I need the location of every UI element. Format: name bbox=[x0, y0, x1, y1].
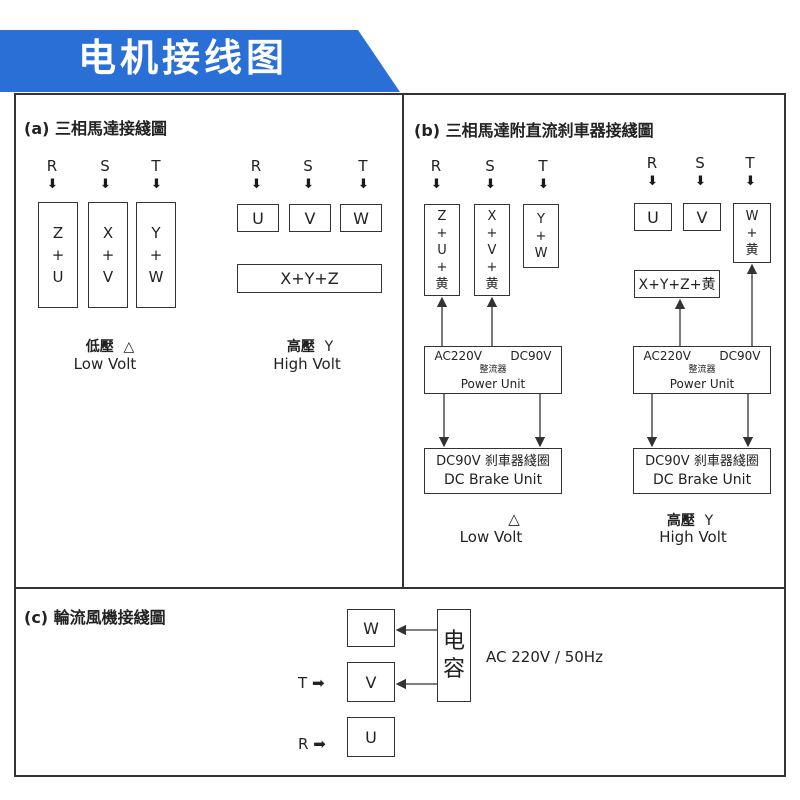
low-volt-label-cn: 低壓 △ bbox=[85, 339, 135, 355]
phase-label-r: R bbox=[430, 157, 442, 175]
terminal-u: U bbox=[237, 204, 279, 232]
terminal-w: W bbox=[340, 204, 382, 232]
star-connection-yellow: X+Y+Z+黄 bbox=[634, 270, 720, 298]
phase-label-t: T bbox=[358, 157, 368, 175]
terminal-xv-yellow: X+V+黄 bbox=[474, 204, 510, 296]
terminal-w-yellow: W+黄 bbox=[733, 203, 771, 263]
terminal-u: U bbox=[634, 203, 672, 231]
phase-label-r: R bbox=[46, 157, 58, 175]
terminal-v: V bbox=[683, 203, 721, 231]
terminal-yw: Y+W bbox=[136, 202, 176, 308]
phase-label-s: S bbox=[303, 157, 313, 175]
terminal-yw: Y+W bbox=[523, 204, 559, 268]
star-connection: X+Y+Z bbox=[237, 264, 382, 293]
section-c-frame bbox=[14, 587, 786, 777]
capacitor: 电容 bbox=[437, 609, 471, 702]
phase-label-s: S bbox=[695, 154, 705, 172]
terminal-xv: X+V bbox=[88, 202, 128, 308]
arrow-down-icon: ⬇ bbox=[303, 177, 314, 192]
high-volt-label-en: High Volt bbox=[659, 528, 727, 546]
arrow-down-icon: ⬇ bbox=[358, 177, 369, 192]
phase-label-s: S bbox=[100, 157, 110, 175]
phase-label-t: T bbox=[745, 154, 755, 172]
low-volt-label-en: Low Volt bbox=[73, 355, 137, 373]
low-volt-symbol: △ bbox=[508, 510, 520, 528]
fan-terminal-u: U bbox=[347, 717, 395, 757]
section-c-title: (c) 輪流風機接綫圖 bbox=[24, 608, 166, 627]
dc-brake-unit: DC90V 刹車器綫圈 DC Brake Unit bbox=[633, 448, 771, 494]
input-label-t: T ➡ bbox=[298, 674, 325, 692]
fan-terminal-v: V bbox=[347, 662, 395, 702]
arrow-down-icon: ⬇ bbox=[47, 177, 58, 192]
arrow-down-icon: ⬇ bbox=[100, 177, 111, 192]
input-label-r: R ➡ bbox=[298, 735, 326, 753]
arrow-right-icon: ➡ bbox=[313, 735, 326, 753]
high-volt-label-cn: 高壓 Y bbox=[286, 339, 334, 355]
supply-label: AC 220V / 50Hz bbox=[486, 648, 603, 666]
dc-brake-unit: DC90V 刹車器綫圈 DC Brake Unit bbox=[424, 448, 562, 494]
phase-label-t: T bbox=[151, 157, 161, 175]
terminal-v: V bbox=[289, 204, 331, 232]
arrow-down-icon: ⬇ bbox=[151, 177, 162, 192]
page-title: 电机接线图 bbox=[78, 36, 289, 80]
low-volt-label-en: Low Volt bbox=[459, 528, 523, 546]
arrow-right-icon: ➡ bbox=[311, 674, 325, 692]
arrow-down-icon: ⬇ bbox=[745, 174, 756, 189]
fan-terminal-w: W bbox=[347, 609, 395, 647]
terminal-zu: Z+U bbox=[38, 202, 78, 308]
arrow-down-icon: ⬇ bbox=[538, 177, 549, 192]
terminal-zu-yellow: Z+U+黄 bbox=[424, 204, 460, 296]
section-a-title: (a) 三相馬達接綫圖 bbox=[24, 119, 167, 138]
high-volt-label-en: High Volt bbox=[273, 355, 341, 373]
phase-label-s: S bbox=[485, 157, 495, 175]
phase-label-r: R bbox=[646, 154, 658, 172]
arrow-down-icon: ⬇ bbox=[251, 177, 262, 192]
phase-label-t: T bbox=[538, 157, 548, 175]
section-b-title: (b) 三相馬達附直流刹車器接綫圖 bbox=[414, 121, 654, 140]
arrow-down-icon: ⬇ bbox=[431, 177, 442, 192]
arrow-down-icon: ⬇ bbox=[695, 174, 706, 189]
header-banner bbox=[0, 30, 400, 92]
arrow-down-icon: ⬇ bbox=[485, 177, 496, 192]
arrow-down-icon: ⬇ bbox=[647, 174, 658, 189]
high-volt-label-cn: 高壓 Y bbox=[666, 513, 714, 529]
phase-label-r: R bbox=[250, 157, 262, 175]
